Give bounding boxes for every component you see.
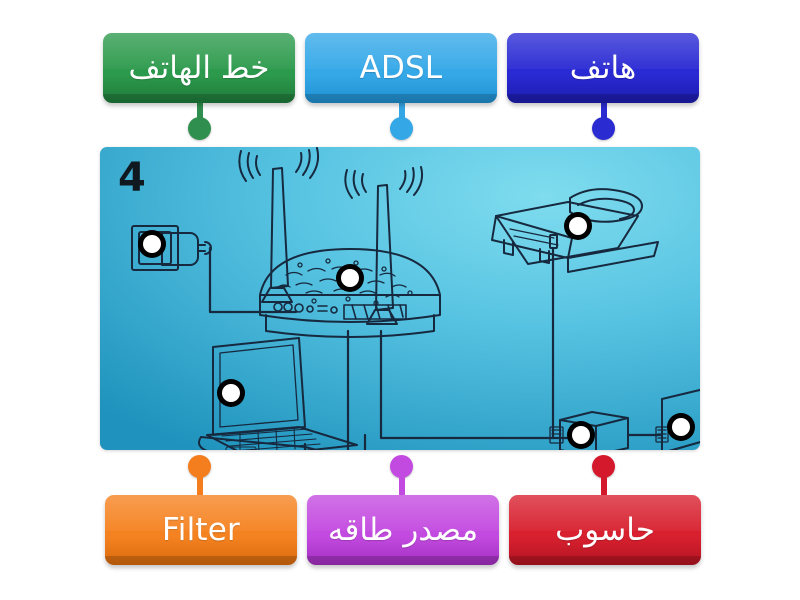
- router-top-texture: [277, 258, 413, 306]
- connector-dot-adsl[interactable]: [390, 117, 413, 140]
- diagram-markers: [138, 212, 695, 449]
- label-text-filter: Filter: [162, 511, 240, 548]
- connector-stem-adsl: [399, 100, 405, 128]
- connector-stem-computer: [601, 468, 607, 496]
- connector-stem-power-source: [399, 468, 405, 496]
- label-pill-filter[interactable]: Filter: [105, 495, 297, 565]
- label-pill-phone-line[interactable]: خط الهاتف: [103, 33, 295, 103]
- connector-stem-filter: [197, 468, 203, 496]
- label-pill-telephone[interactable]: هاتف: [507, 33, 699, 103]
- diagram-linework: [131, 147, 700, 450]
- connector-dot-power-source[interactable]: [390, 455, 413, 478]
- label-pill-power-source[interactable]: مصدر طاقه: [307, 495, 499, 565]
- cable-router-to-filter: [379, 329, 595, 440]
- laptop: [198, 337, 358, 450]
- router-front-panel: [273, 302, 407, 320]
- cable-power-to-router: [208, 246, 298, 314]
- laptop-marker[interactable]: [217, 379, 245, 407]
- label-text-telephone: هاتف: [569, 49, 637, 86]
- panel-background: [100, 147, 700, 450]
- router-marker[interactable]: [336, 264, 364, 292]
- network-diagram-illustration: [100, 147, 700, 450]
- connector-dot-telephone[interactable]: [592, 117, 615, 140]
- wall-jack-plug: [655, 426, 669, 443]
- connector-dot-phone-line[interactable]: [188, 117, 211, 140]
- connector-stem-telephone: [601, 100, 607, 128]
- diagram-number-label: 4: [118, 155, 146, 201]
- label-text-adsl: ADSL: [359, 49, 443, 86]
- diagram-panel: 4: [100, 147, 700, 450]
- label-text-computer: حاسوب: [555, 511, 655, 548]
- label-pill-adsl[interactable]: ADSL: [305, 33, 497, 103]
- telephone-marker[interactable]: [564, 212, 592, 240]
- power-adapter-marker[interactable]: [138, 230, 166, 258]
- label-text-power-source: مصدر طاقه: [327, 511, 479, 548]
- connector-dot-filter[interactable]: [188, 455, 211, 478]
- connector-dot-computer[interactable]: [592, 455, 615, 478]
- telephone-wall-jack: [655, 388, 700, 450]
- desk-telephone: [491, 188, 659, 273]
- adsl-filter: [549, 411, 629, 450]
- wireless-router: [238, 147, 441, 338]
- filter-marker[interactable]: [567, 421, 595, 449]
- phone-jack-marker[interactable]: [667, 413, 695, 441]
- connector-stem-phone-line: [197, 100, 203, 128]
- laptop-keyboard: [221, 426, 321, 450]
- cable-laptop-to-router: [303, 433, 367, 450]
- label-text-phone-line: خط الهاتف: [128, 49, 270, 86]
- filter-jack: [549, 426, 564, 444]
- label-pill-computer[interactable]: حاسوب: [509, 495, 701, 565]
